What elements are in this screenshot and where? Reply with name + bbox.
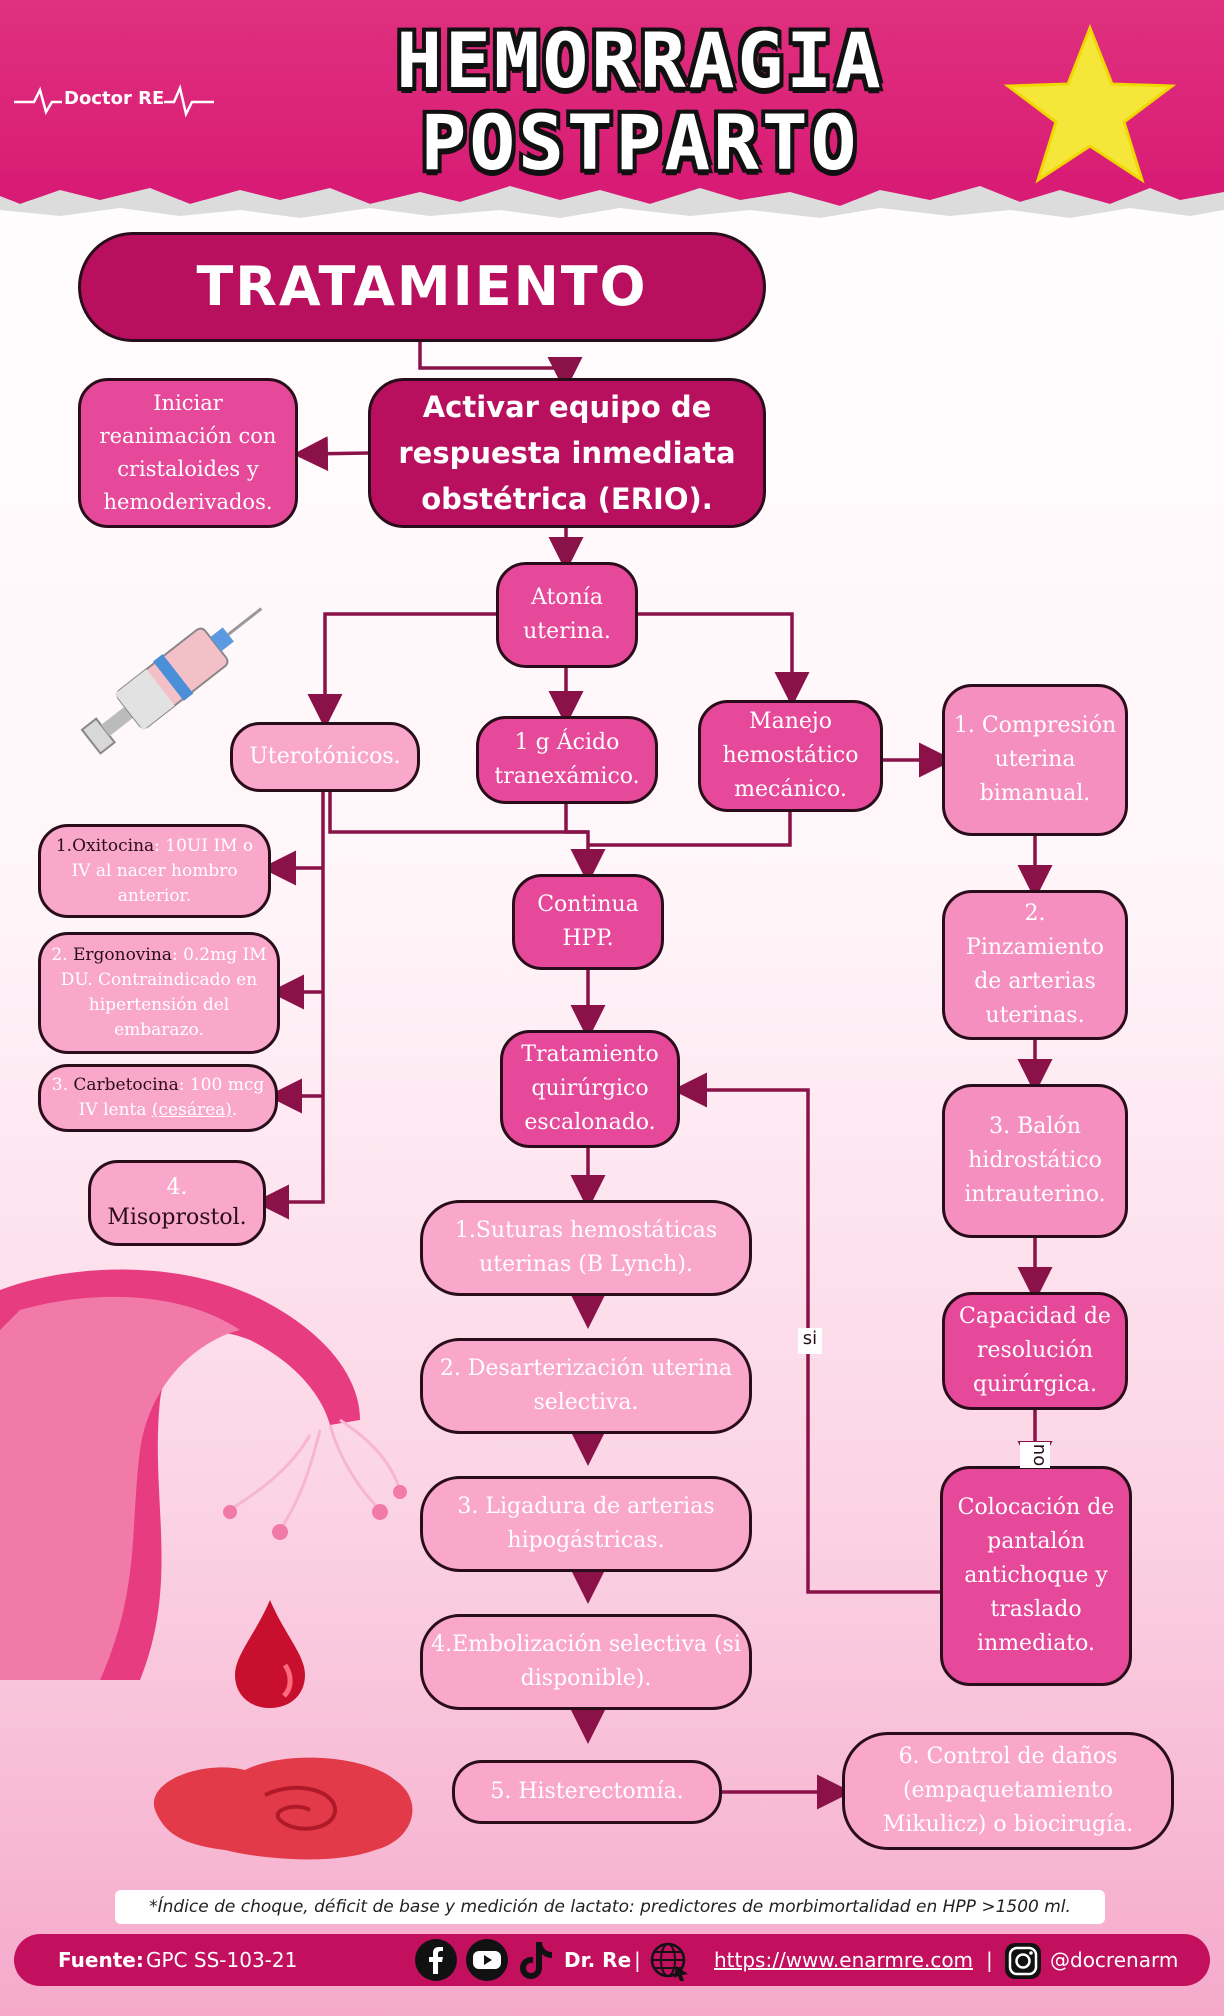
syringe-icon — [80, 607, 263, 755]
youtube-icon[interactable] — [464, 1938, 510, 1982]
facebook-icon[interactable] — [414, 1938, 458, 1982]
label-no: no — [1020, 1442, 1050, 1468]
carbetocina-end: . — [231, 1100, 238, 1120]
node-histerectomia: 5. Histerectomía. — [452, 1760, 722, 1824]
node-tratamiento-quirurgico: Tratamiento quirúrgico escalonado. — [500, 1030, 680, 1148]
star-icon — [1003, 23, 1177, 184]
footer-website-link[interactable]: https://www.enarmre.com — [714, 1948, 974, 1972]
node-pantalon: Colocación de pantalón antichoque y tras… — [940, 1466, 1132, 1686]
misoprostol-number: 4. — [166, 1175, 188, 1200]
uterus-icon — [0, 1269, 407, 1680]
ergonovina-num: 2. — [51, 945, 73, 965]
label-si: si — [798, 1328, 822, 1354]
ergonovina-name: Ergonovina — [72, 945, 172, 965]
node-tratamiento: TRATAMIENTO — [78, 232, 766, 342]
carbetocina-num: 3. — [51, 1075, 74, 1095]
node-oxitocina: 1.Oxitocina: 10UI IM o IV al nacer hombr… — [38, 824, 271, 918]
node-acido-tranexamico: 1 g Ácido tranexámico. — [476, 716, 658, 804]
brand-logo: Doctor RE — [14, 80, 214, 120]
node-manejo-hemostatico: Manejo hemostático mecánico. — [698, 700, 883, 812]
globe-icon — [650, 1942, 688, 1981]
footer-source-value: GPC SS-103-21 — [146, 1948, 298, 1972]
node-compresion: 1. Compresión uterina bimanual. — [942, 684, 1128, 836]
oxitocina-name: 1.Oxitocina — [55, 835, 155, 856]
node-control-danos: 6. Control de daños (empaquetamiento Mik… — [842, 1732, 1174, 1850]
node-erio: Activar equipo de respuesta inmediata ob… — [368, 378, 766, 528]
footer-separator-2: | — [986, 1948, 993, 1972]
heartbeat-icon — [14, 83, 214, 118]
footer-author: Dr. Re — [564, 1948, 632, 1972]
node-uterotonicos: Uterotónicos. — [230, 722, 420, 792]
node-continua-hpp: Continua HPP. — [512, 874, 664, 970]
page-title-line2: POSTPARTO — [420, 98, 860, 187]
tiktok-icon[interactable] — [516, 1938, 556, 1982]
node-carbetocina: 3. Carbetocina: 100 mcg IV lenta (cesáre… — [38, 1064, 278, 1132]
carbetocina-link[interactable]: (cesárea) — [151, 1100, 232, 1120]
footer-bar: Fuente: GPC SS-103-21 Dr. Re | https://w… — [14, 1934, 1210, 1986]
node-capacidad: Capacidad de resolución quirúrgica. — [942, 1292, 1128, 1410]
node-reanimacion: Iniciar reanimación con cristaloides y h… — [78, 378, 298, 528]
node-suturas: 1.Suturas hemostáticas uterinas (B Lynch… — [420, 1200, 752, 1296]
node-atonia: Atonía uterina. — [496, 562, 638, 668]
node-desarterizacion: 2. Desarterización uterina selectiva. — [420, 1338, 752, 1434]
carbetocina-name: Carbetocina — [73, 1075, 179, 1095]
ergonovina-text: : 0.2mg IM DU. Contraindicado en hiperte… — [60, 945, 267, 1040]
footnote: *Índice de choque, déficit de base y med… — [115, 1890, 1105, 1924]
node-pinzamiento: 2. Pinzamiento de arterias uterinas. — [942, 890, 1128, 1040]
placenta-icon — [153, 1757, 413, 1860]
carbetocina-text: : 100 mcg IV lenta — [78, 1075, 265, 1120]
page-title-line1: HEMORRAGIA — [396, 16, 884, 105]
instagram-icon[interactable] — [1002, 1940, 1044, 1982]
footer-separator-1: | — [634, 1948, 641, 1972]
node-balon: 3. Balón hidrostático intrauterino. — [942, 1084, 1128, 1238]
node-misoprostol: 4. Misoprostol. — [88, 1160, 266, 1246]
brand-name: Doctor RE — [64, 88, 165, 109]
misoprostol-label: Misoprostol. — [107, 1205, 247, 1230]
torn-paper-edge — [0, 170, 1224, 218]
node-embolizacion: 4.Embolización selectiva (si disponible)… — [420, 1614, 752, 1710]
footer-source-label: Fuente: — [58, 1948, 144, 1972]
header-banner — [0, 0, 1224, 200]
oxitocina-text: : 10UI IM o IV al nacer hombro anterior. — [71, 835, 254, 906]
footer-instagram-handle[interactable]: @docrenarm — [1050, 1948, 1179, 1972]
node-ergonovina: 2. Ergonovina: 0.2mg IM DU. Contraindica… — [38, 932, 280, 1054]
node-ligadura: 3. Ligadura de arterias hipogástricas. — [420, 1476, 752, 1572]
blood-drop-icon — [235, 1600, 305, 1708]
